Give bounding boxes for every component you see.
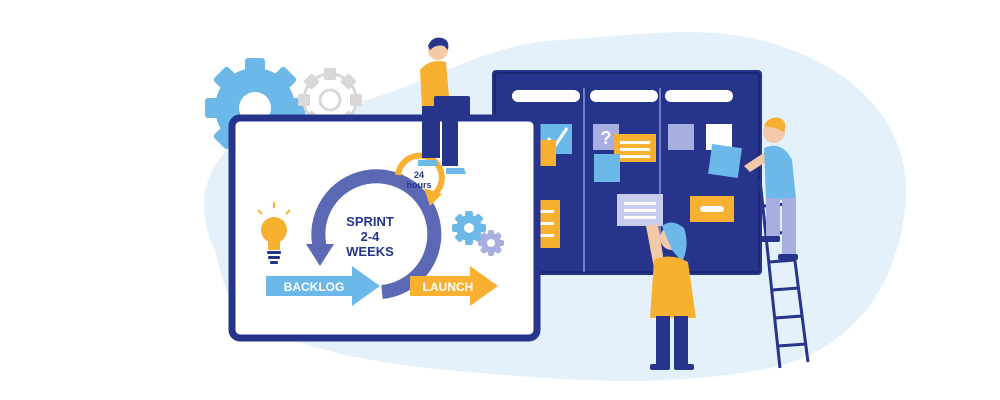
- person-with-laptop: [418, 37, 470, 174]
- sprint-cycle-arrow: [311, 169, 442, 299]
- lightbulb-icon: [257, 202, 291, 264]
- daily-label-line1: 24: [414, 170, 424, 180]
- launch-label: LAUNCH: [423, 280, 474, 294]
- launch-arrow: [410, 266, 498, 306]
- sprint-label-line3: WEEKS: [346, 244, 394, 259]
- kanban-board: ?: [492, 70, 762, 275]
- sticky-note: [594, 154, 620, 182]
- backlog-arrow: [266, 266, 380, 306]
- sticky-note: [668, 124, 694, 150]
- board-column-header-1: [512, 90, 580, 102]
- sticky-note-held: [708, 144, 742, 178]
- sprint-monitor: SPRINT 2-4 WEEKS BACKLOG LAUNCH: [228, 114, 541, 342]
- board-column-header-2: [590, 90, 658, 102]
- person-placing-note: [646, 222, 696, 370]
- process-gears-icon: [452, 211, 504, 256]
- board-column-header-3: [665, 90, 733, 102]
- sprint-label-line2: 2-4: [361, 229, 381, 244]
- laptop-icon: [434, 96, 470, 120]
- sprint-label-line1: SPRINT: [346, 214, 394, 229]
- person-on-ladder: [744, 117, 798, 260]
- backlog-label: BACKLOG: [284, 280, 345, 294]
- daily-label-line2: hours: [406, 180, 431, 190]
- question-mark-icon: ?: [601, 128, 612, 148]
- daily-cycle-arrow: 24 hours: [395, 152, 445, 206]
